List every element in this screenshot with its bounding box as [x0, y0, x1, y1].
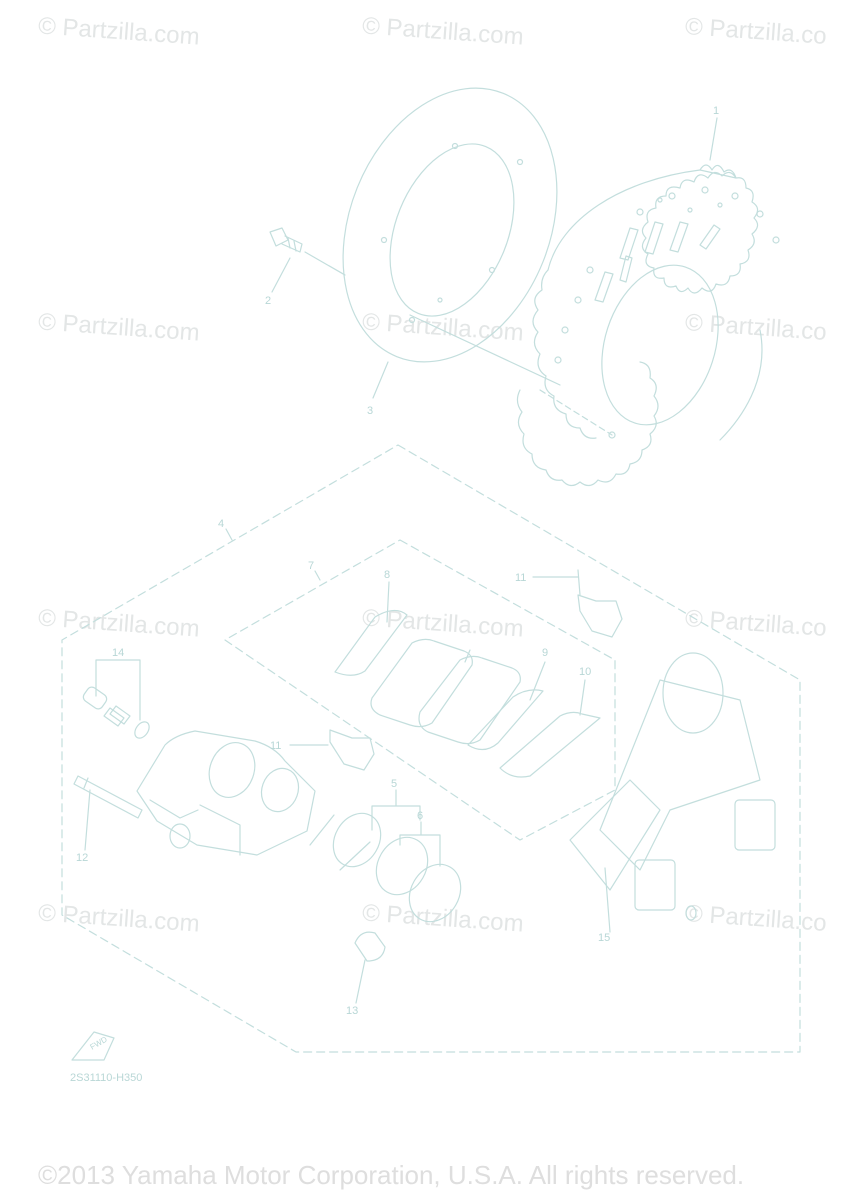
pad-spring: [334, 609, 408, 676]
callout-2: 2: [265, 295, 271, 307]
callout-14: 14: [112, 647, 124, 659]
pad-clip-upper: [577, 594, 623, 638]
caliper-bracket: [569, 652, 776, 921]
callout-8: 8: [384, 569, 390, 581]
pad-clip-lower: [329, 729, 375, 771]
callout-1: 1: [713, 105, 719, 117]
bolt-part-2: [269, 227, 303, 253]
bleed-screw-set: [82, 686, 150, 739]
callout-9: 9: [542, 647, 548, 659]
wave-rotor: [516, 164, 780, 487]
fwd-label: FWD: [89, 1035, 109, 1052]
callout-3: 3: [367, 405, 373, 417]
callout-10: 10: [579, 666, 591, 678]
callout-6: 6: [417, 810, 423, 822]
callout-5: 5: [391, 778, 397, 790]
callout-7: 7: [308, 560, 314, 572]
diagram-code: 2S31110-H350: [70, 1072, 143, 1084]
pad-kit-boundary: [224, 539, 616, 841]
callout-12: 12: [76, 852, 88, 864]
callout-4: 4: [218, 518, 224, 530]
piston: [309, 812, 382, 871]
copyright-notice: ©2013 Yamaha Motor Corporation, U.S.A. A…: [38, 1160, 745, 1190]
caliper-assembly-boundary: [61, 444, 801, 1053]
piston-seal: [375, 836, 429, 896]
callout-13: 13: [346, 1005, 358, 1017]
grommet: [354, 931, 386, 962]
callout-15: 15: [598, 932, 610, 944]
caliper-body: [136, 730, 316, 856]
brake-pads: [370, 638, 521, 745]
guide-pin: [73, 775, 143, 819]
pad-shim: [467, 689, 544, 751]
pad-support: [499, 711, 601, 778]
callout-11-upper: 11: [515, 572, 526, 584]
brake-disc-ring: [342, 87, 558, 363]
fwd-arrow: [71, 1031, 115, 1061]
dust-seal: [408, 863, 462, 923]
callout-11-lower: 11: [270, 740, 281, 752]
